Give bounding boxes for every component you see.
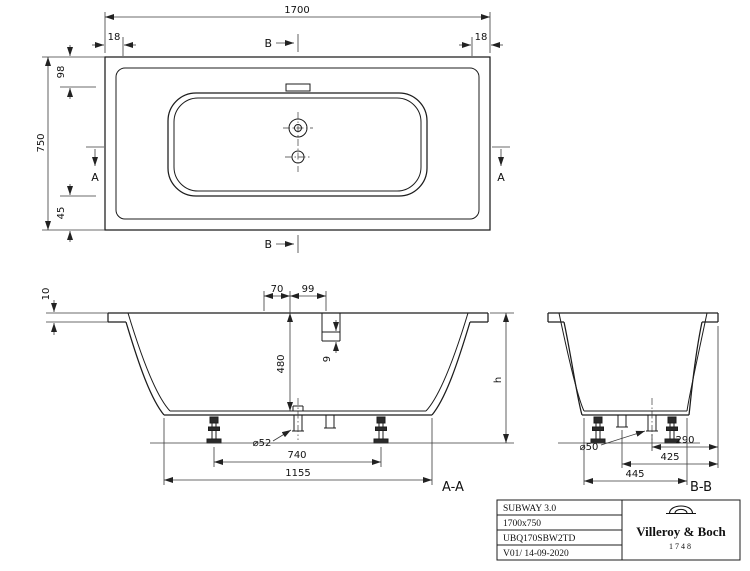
dim-overflow-width-label: 99: [302, 284, 315, 295]
section-mark-b-top: B: [264, 37, 272, 50]
dim-overflow-to-edge-label: 425: [660, 452, 679, 463]
section-aa-dimensions: 10 70 99 480 9 ⌀52 740: [41, 284, 514, 495]
section-mark-b-bottom: B: [264, 238, 272, 251]
dim-drain-diameter-label: ⌀50: [580, 442, 599, 453]
tub-rim-inner-edge: [115, 67, 480, 220]
dim-back-edge-label: 45: [56, 207, 67, 220]
article-number: UBQ170SBW2TD: [503, 534, 575, 544]
tub-outer-edge: [104, 56, 491, 231]
dim-total-height-label: h: [493, 377, 504, 383]
section-marks: B B A A: [86, 34, 510, 253]
section-mark-a-left: A: [91, 171, 99, 184]
villeroy-boch-crest-icon: [666, 505, 696, 515]
section-aa-view: 10 70 99 480 9 ⌀52 740: [41, 284, 514, 495]
centerlines: [283, 112, 313, 172]
dim-drain-diameter-label: ⌀52: [253, 438, 272, 449]
section-bb-outline: [547, 312, 719, 444]
plan-dimensions: 1700 18 18 750 98 45: [36, 5, 503, 242]
dim-front-edge-label: 98: [56, 66, 67, 79]
foot-symbol: [206, 416, 222, 444]
foot-symbol: [590, 416, 606, 444]
dim-rim-right-label: 18: [475, 32, 488, 43]
product-dimensions: 1700x750: [503, 519, 541, 529]
basin-outline: [167, 92, 428, 197]
product-name: SUBWAY 3.0: [503, 504, 556, 514]
section-bb-label: B-B: [690, 480, 712, 495]
plan-view: 1700 18 18 750 98 45: [36, 5, 510, 253]
brand-year: 1748: [669, 542, 693, 551]
dim-bottom-length-label: 1155: [285, 468, 310, 479]
dim-total-width-label: 750: [36, 133, 47, 152]
dim-bottom-width-label: 445: [625, 469, 644, 480]
title-block: SUBWAY 3.0 1700x750 UBQ170SBW2TD V01/ 14…: [496, 499, 741, 561]
section-mark-a-right: A: [497, 171, 505, 184]
dim-inner-depth-label: 480: [276, 354, 287, 373]
dim-rim-left-label: 18: [108, 32, 121, 43]
section-aa-label: A-A: [442, 480, 464, 495]
section-bb-dimensions: ⌀50 290 425 445 B-B: [580, 326, 719, 495]
dim-slot-depth-label: 9: [322, 356, 333, 362]
dim-drain-to-edge-label: 290: [675, 435, 694, 446]
dim-feet-spacing-label: 740: [287, 450, 306, 461]
section-bb-view: ⌀50 290 425 445 B-B: [547, 312, 719, 495]
dim-rim-thickness-label: 10: [41, 288, 52, 301]
section-aa-outline: [107, 312, 514, 444]
basin-floor-outline: [173, 97, 422, 192]
dim-total-length-label: 1700: [284, 5, 309, 16]
overflow-slot: [285, 83, 311, 92]
foot-symbol: [373, 416, 389, 444]
version-date: V01/ 14-09-2020: [503, 549, 569, 559]
brand-name: Villeroy & Boch: [636, 524, 726, 539]
dim-overflow-offset-label: 70: [271, 284, 284, 295]
